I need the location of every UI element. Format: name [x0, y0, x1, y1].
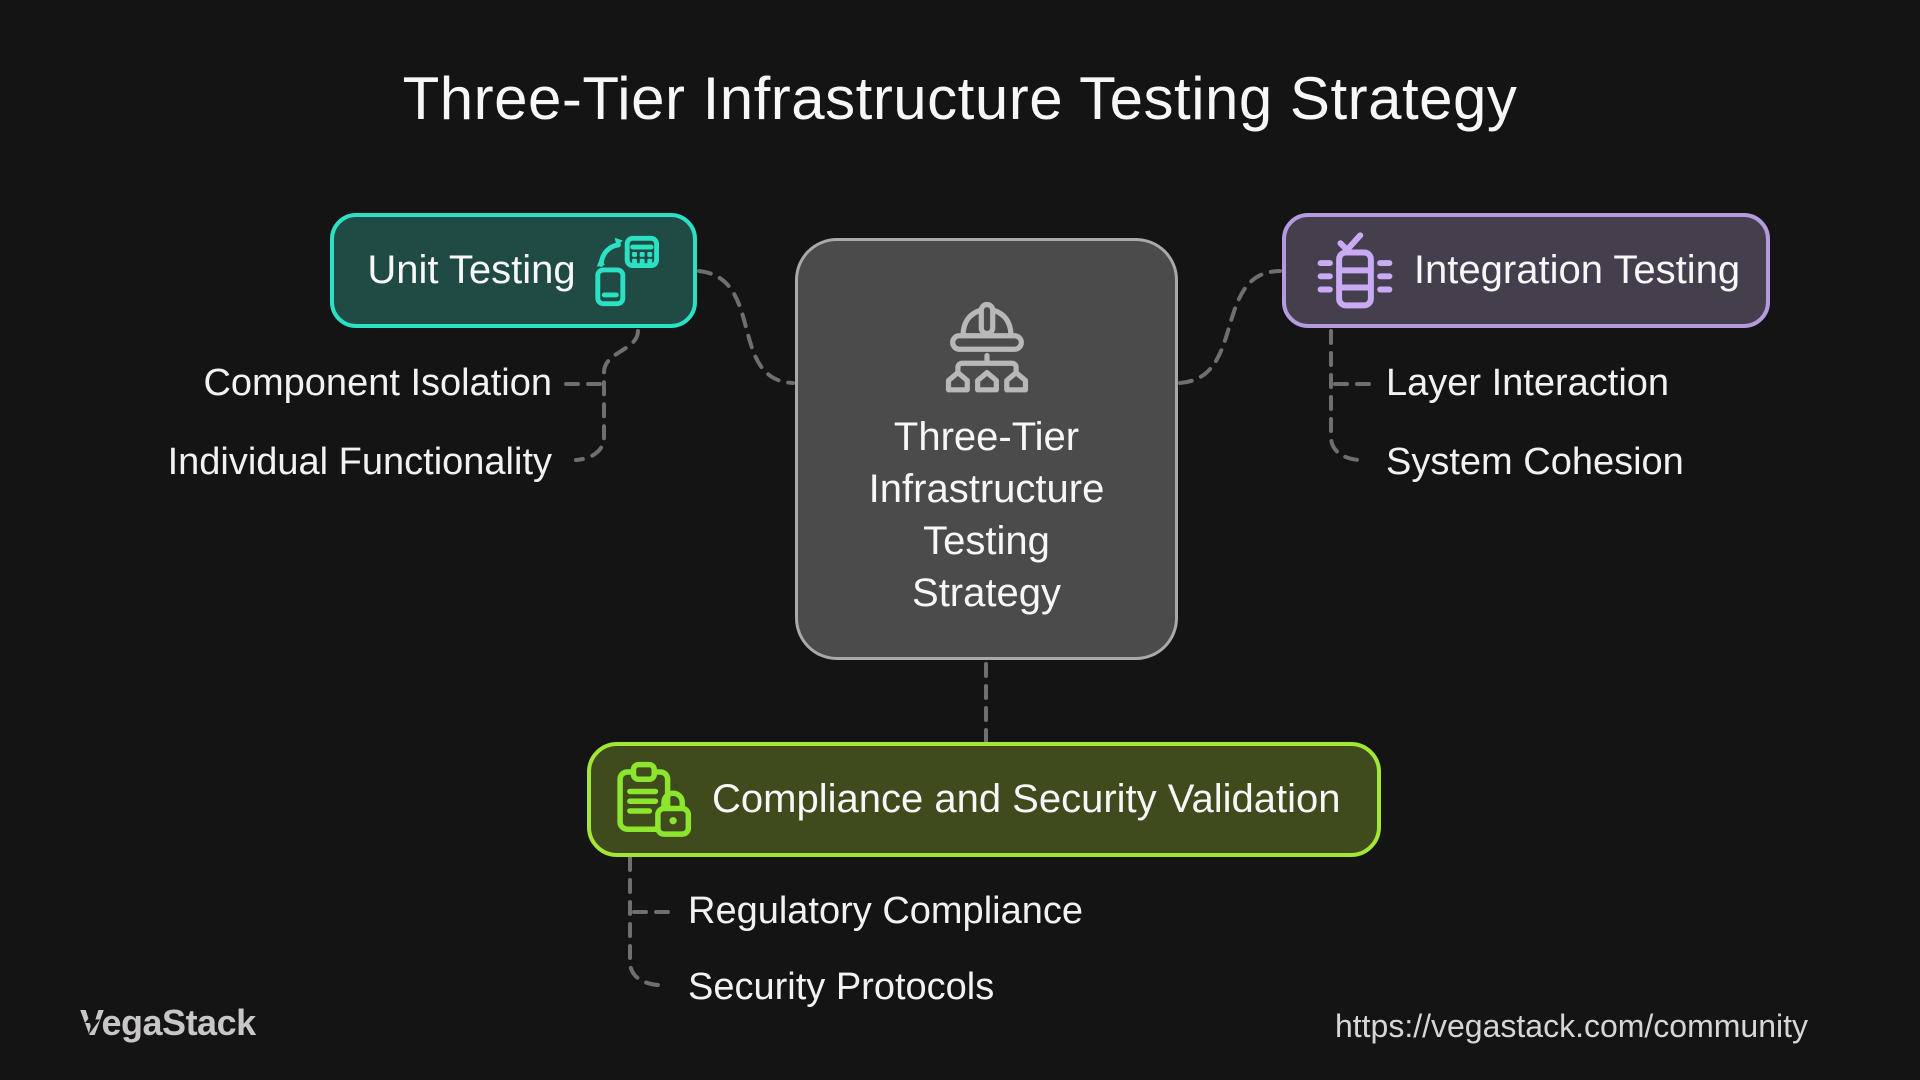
page-title: Three-Tier Infrastructure Testing Strate…	[402, 65, 1518, 132]
clipboard-lock-icon	[617, 761, 692, 837]
center-label-line: Infrastructure	[868, 467, 1105, 511]
footer-url: https://vegastack.com/community	[1334, 1008, 1808, 1044]
layer-stack-check-icon	[1317, 231, 1393, 308]
node-compliance-security: Compliance and Security Validation	[587, 742, 1381, 857]
device-sync-icon	[594, 235, 659, 306]
center-label-line: Three-Tier	[893, 415, 1080, 459]
leaf-security-protocols: Security Protocols	[688, 966, 995, 1008]
node-unit-testing: Unit Testing	[330, 213, 697, 328]
node-center-strategy: Three-Tier Infrastructure Testing Strate…	[795, 238, 1178, 660]
lightning-bolt-icon	[85, 1009, 100, 1035]
integration-testing-label: Integration Testing	[1413, 248, 1741, 292]
connector-unit-to-center	[697, 269, 795, 385]
leaf-component-isolation: Component Isolation	[203, 362, 552, 404]
center-label-line: Testing	[923, 519, 1050, 563]
center-label-line: Strategy	[912, 571, 1061, 615]
leaf-layer-interaction: Layer Interaction	[1386, 362, 1670, 404]
connector-center-to-integration	[1178, 269, 1282, 385]
connector-compliance-branch-trunk	[628, 856, 660, 987]
node-integration-testing: Integration Testing	[1282, 213, 1770, 328]
leaf-regulatory-compliance: Regulatory Compliance	[688, 890, 1083, 932]
connector-integration-branch-trunk	[1329, 329, 1361, 462]
center-node-label: Three-Tier Infrastructure Testing Strate…	[869, 411, 1105, 619]
brand-logo: VegaStack	[80, 1002, 256, 1044]
brand-text: VegaStack	[80, 1002, 256, 1043]
compliance-security-label: Compliance and Security Validation	[712, 777, 1341, 821]
unit-testing-label: Unit Testing	[367, 248, 576, 292]
leaf-system-cohesion: System Cohesion	[1386, 441, 1684, 483]
leaf-individual-functionality: Individual Functionality	[167, 441, 552, 483]
hard-hat-hierarchy-icon	[945, 301, 1028, 393]
connector-unit-branch-trunk	[574, 329, 640, 462]
